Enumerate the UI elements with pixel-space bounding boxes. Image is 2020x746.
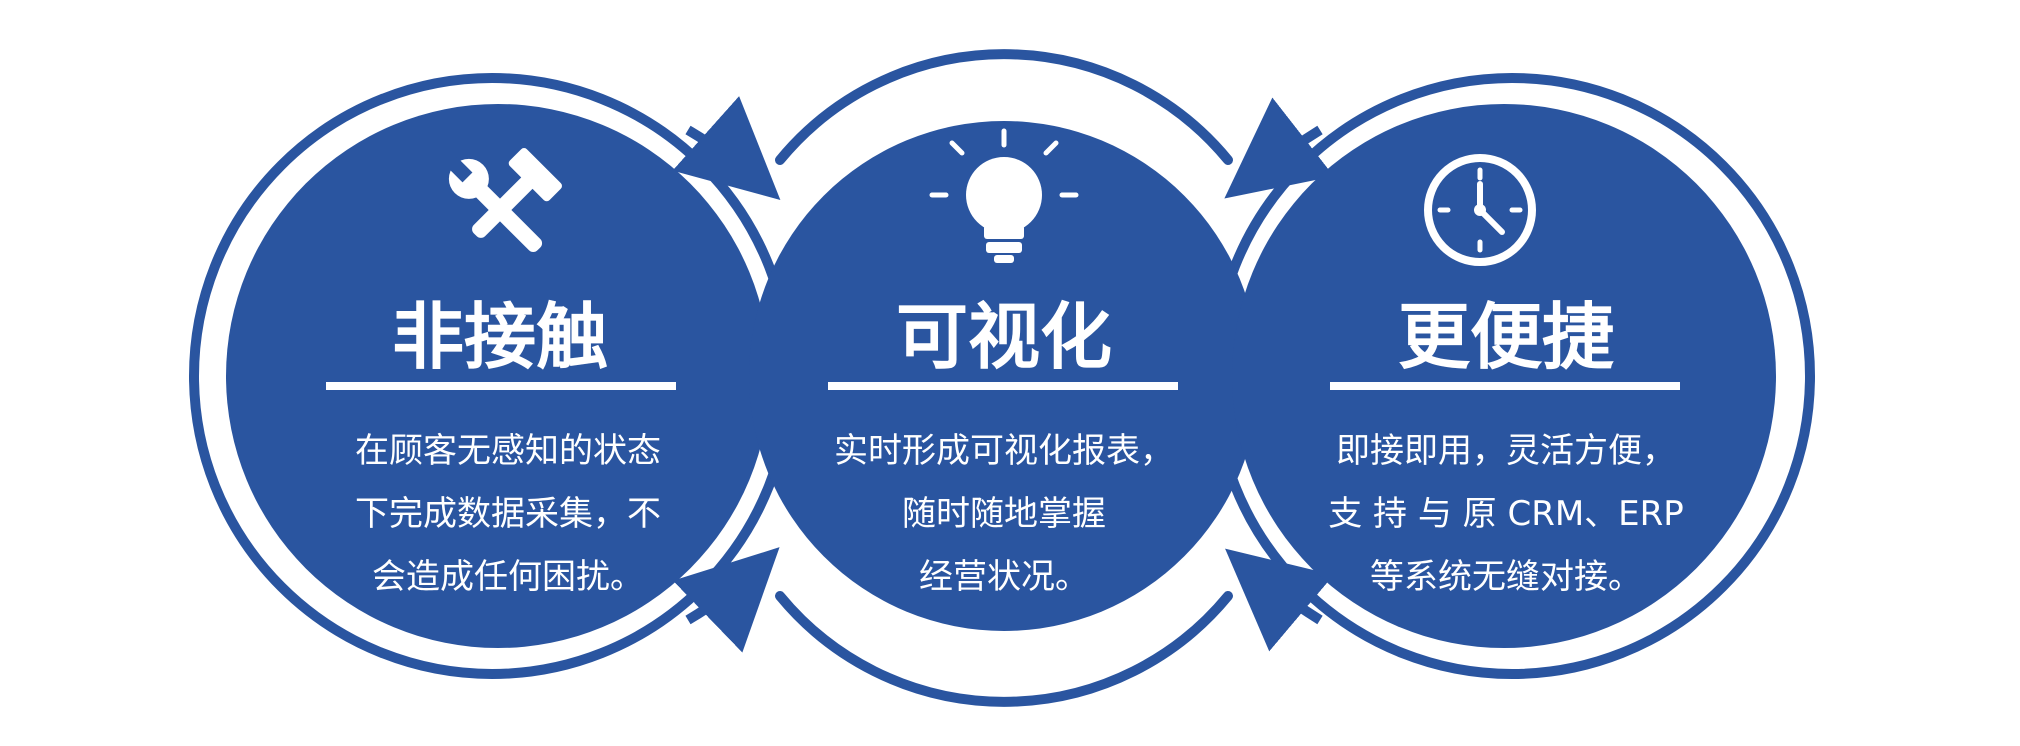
feature-desc-line: 下完成数据采集，不 <box>355 494 661 534</box>
feature-desc-line: 在顾客无感知的状态 <box>355 431 661 471</box>
lightbulb-icon <box>929 128 1079 263</box>
feature-desc-line: 随时随地掌握 <box>902 494 1106 534</box>
circle-fill-middle <box>749 121 1259 631</box>
feature-title: 可视化 <box>896 295 1112 379</box>
feature-left: 非接触 在顾客无感知的状态 下完成数据采集，不 会造成任何困扰。 <box>326 295 676 597</box>
feature-right: 更便捷 即接即用，灵活方便， 支 持 与 原 CRM、ERP 等系统无缝对接。 <box>1328 295 1684 597</box>
feature-title: 更便捷 <box>1398 295 1614 379</box>
arrow-top-left <box>672 96 781 200</box>
middle-arc-top <box>775 49 1233 165</box>
feature-desc-line: 会造成任何困扰。 <box>372 557 644 597</box>
feature-desc-line: 等系统无缝对接。 <box>1370 557 1642 597</box>
feature-title: 非接触 <box>392 295 608 379</box>
arrow-bottom-left <box>672 547 780 653</box>
feature-middle: 可视化 实时形成可视化报表， 随时随地掌握 经营状况。 <box>828 295 1178 597</box>
title-underline <box>828 382 1178 390</box>
feature-circles <box>226 104 1776 648</box>
connecting-arrows <box>672 96 1334 653</box>
feature-desc-line: 即接即用，灵活方便， <box>1336 431 1676 471</box>
title-underline <box>1330 382 1680 390</box>
middle-arc-bottom <box>775 591 1233 707</box>
feature-desc-line: 实时形成可视化报表， <box>834 431 1174 471</box>
middle-ring-arcs <box>775 49 1233 707</box>
circle-fill-right <box>1232 104 1776 648</box>
feature-desc-line: 经营状况。 <box>919 557 1089 597</box>
title-underline <box>326 382 676 390</box>
feature-desc-line: 支 持 与 原 CRM、ERP <box>1328 494 1684 534</box>
tools-icon <box>446 148 562 253</box>
clock-icon <box>1424 154 1536 266</box>
circle-fill-left <box>226 104 770 648</box>
arrow-top-right <box>1224 97 1334 199</box>
arrow-bottom-right <box>1225 548 1334 652</box>
